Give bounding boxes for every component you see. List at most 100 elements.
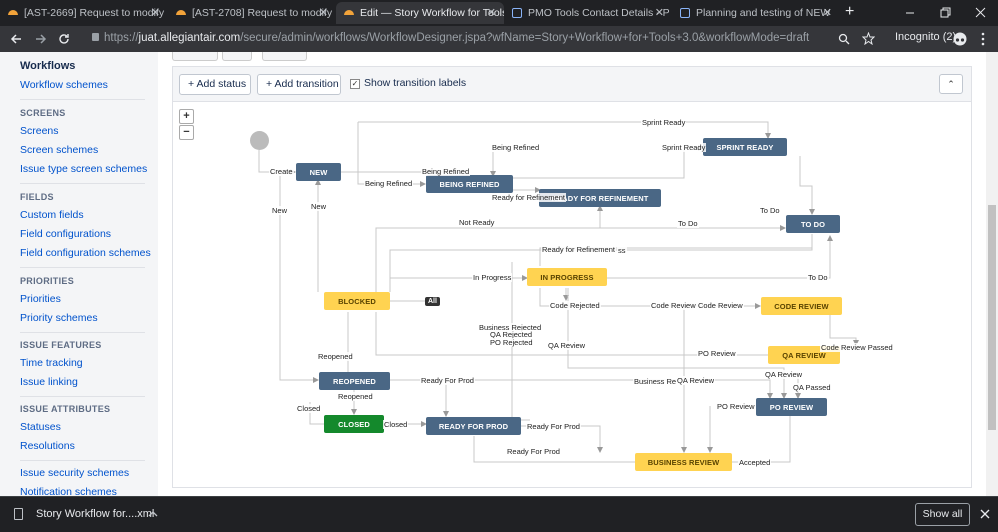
star-icon[interactable] bbox=[862, 32, 875, 45]
chevron-up-icon[interactable] bbox=[148, 510, 158, 518]
new-tab-button[interactable]: + bbox=[845, 3, 855, 20]
transition-label[interactable]: Code Review Passed bbox=[820, 343, 894, 352]
add-status-button[interactable]: + Add status bbox=[179, 74, 251, 95]
transition-edge[interactable] bbox=[446, 379, 773, 399]
transition-label[interactable]: Sprint Ready bbox=[661, 143, 707, 152]
export-button[interactable] bbox=[262, 52, 307, 61]
collapse-button[interactable]: ⌃ bbox=[939, 74, 963, 94]
sidebar-item-custom-fields[interactable]: Custom fields bbox=[20, 209, 84, 221]
sidebar-item-time-tracking[interactable]: Time tracking bbox=[20, 357, 83, 369]
browser-tab[interactable]: [AST-2708] Request to modify ✕ bbox=[168, 2, 336, 24]
sidebar-item-notification-schemes[interactable]: Notification schemes bbox=[20, 486, 117, 496]
transition-label[interactable]: Ready For Prod bbox=[506, 447, 561, 456]
transition-label[interactable]: Business Rejected bbox=[478, 323, 543, 332]
transition-label[interactable]: To Do bbox=[759, 206, 781, 215]
status-node-blocked[interactable]: BLOCKED bbox=[324, 292, 390, 310]
zoom-out-button[interactable]: − bbox=[179, 125, 194, 140]
zoom-in-button[interactable]: + bbox=[179, 109, 194, 124]
transition-label[interactable]: Being Refined bbox=[491, 143, 541, 152]
browser-tab[interactable]: [AST-2669] Request to modify ✕ bbox=[0, 2, 168, 24]
transition-label[interactable]: To Do bbox=[807, 273, 829, 282]
close-icon[interactable] bbox=[980, 509, 990, 519]
transition-label[interactable]: Create bbox=[269, 167, 294, 176]
transition-label[interactable]: Ready for Refinement bbox=[491, 193, 566, 202]
sidebar-item-issue-linking[interactable]: Issue linking bbox=[20, 376, 78, 388]
close-icon[interactable]: ✕ bbox=[150, 7, 160, 19]
transition-label[interactable]: ss bbox=[617, 246, 627, 255]
transition-label[interactable]: Closed bbox=[383, 420, 409, 429]
restore-icon[interactable] bbox=[940, 7, 951, 18]
transition-label[interactable]: Being Refined bbox=[421, 167, 471, 176]
transition-label[interactable]: Accepted bbox=[738, 458, 772, 467]
sidebar-item-workflow-schemes[interactable]: Workflow schemes bbox=[20, 79, 108, 91]
close-icon[interactable]: ✕ bbox=[486, 7, 496, 19]
status-node-sprint-ready[interactable]: SPRINT READY bbox=[703, 138, 787, 156]
transition-edge[interactable] bbox=[358, 121, 771, 139]
transition-edge[interactable] bbox=[279, 176, 319, 383]
status-node-new[interactable]: NEW bbox=[296, 163, 341, 181]
minimize-icon[interactable] bbox=[905, 8, 915, 18]
forward-icon[interactable] bbox=[35, 33, 47, 45]
transition-label[interactable]: Closed bbox=[296, 404, 322, 413]
transition-edge[interactable] bbox=[375, 312, 768, 356]
transition-label[interactable]: QA Review bbox=[547, 341, 587, 350]
reload-icon[interactable] bbox=[58, 33, 70, 45]
sidebar-item-issue-security-schemes[interactable]: Issue security schemes bbox=[20, 467, 130, 479]
transition-label[interactable]: Code Review bbox=[697, 301, 744, 310]
transition-edge[interactable] bbox=[539, 247, 812, 266]
transition-label[interactable]: PO Review bbox=[716, 402, 756, 411]
workflow-start-node[interactable] bbox=[250, 131, 269, 150]
transition-edge[interactable] bbox=[473, 436, 636, 463]
all-transition-badge[interactable]: All bbox=[425, 297, 440, 306]
transition-label[interactable]: New bbox=[310, 202, 328, 211]
sidebar-item-field-configurations[interactable]: Field configurations bbox=[20, 228, 112, 240]
sidebar-item-screens[interactable]: Screens bbox=[20, 125, 59, 137]
view-tab-text[interactable] bbox=[222, 52, 252, 61]
transition-edge[interactable] bbox=[606, 235, 833, 279]
transition-label[interactable]: Code Rejected bbox=[549, 301, 601, 310]
transition-label[interactable]: Ready For Prod bbox=[420, 376, 475, 385]
transition-edge[interactable] bbox=[829, 314, 859, 346]
back-icon[interactable] bbox=[10, 33, 22, 45]
sidebar-item-priority-schemes[interactable]: Priority schemes bbox=[20, 312, 98, 324]
sidebar-item-priorities[interactable]: Priorities bbox=[20, 293, 61, 305]
browser-tab-active[interactable]: Edit — Story Workflow for Tools ✕ bbox=[336, 2, 504, 24]
view-tab-diagram[interactable] bbox=[172, 52, 218, 61]
transition-label[interactable]: Reopened bbox=[317, 352, 354, 361]
status-node-ready-for-refinement[interactable]: READY FOR REFINEMENT bbox=[539, 189, 661, 207]
transition-label[interactable]: PO Rejected bbox=[489, 338, 534, 347]
transition-edge[interactable] bbox=[799, 156, 815, 215]
transition-label[interactable]: Reopened bbox=[337, 392, 374, 401]
transition-label[interactable]: Being Refined bbox=[364, 179, 414, 188]
status-node-closed[interactable]: CLOSED bbox=[324, 415, 384, 433]
transition-label[interactable]: Not Ready bbox=[458, 218, 496, 227]
transition-label[interactable]: QA Review bbox=[764, 370, 804, 379]
transition-label[interactable]: QA Review bbox=[676, 376, 716, 385]
transition-edge[interactable] bbox=[732, 416, 791, 463]
transition-label[interactable]: Ready For Prod bbox=[526, 422, 581, 431]
sidebar-item-statuses[interactable]: Statuses bbox=[20, 421, 61, 433]
transition-label[interactable]: Business Re bbox=[633, 377, 678, 386]
transition-label[interactable]: In Progress bbox=[472, 273, 513, 282]
transition-label[interactable]: To Do bbox=[677, 219, 699, 228]
status-node-reopened[interactable]: REOPENED bbox=[319, 372, 390, 390]
browser-tab[interactable]: PMO Tools Contact Details - P ✕ bbox=[504, 2, 672, 24]
transition-label[interactable]: Sprint Ready bbox=[641, 118, 687, 127]
status-node-being-refined[interactable]: BEING REFINED bbox=[426, 175, 513, 193]
sidebar-item-issue-type-screen-schemes[interactable]: Issue type screen schemes bbox=[20, 163, 148, 175]
transition-label[interactable]: PO Review bbox=[697, 349, 737, 358]
transition-edge[interactable] bbox=[375, 205, 603, 292]
transition-edge[interactable] bbox=[567, 288, 787, 399]
add-transition-button[interactable]: + Add transition bbox=[257, 74, 341, 95]
incognito-icon[interactable] bbox=[953, 32, 967, 46]
browser-tab[interactable]: Planning and testing of NEW ✕ bbox=[672, 2, 840, 24]
sidebar-item-workflows[interactable]: Workflows bbox=[20, 60, 76, 72]
status-node-po-review[interactable]: PO REVIEW bbox=[756, 398, 827, 416]
status-node-in-progress[interactable]: IN PROGRESS bbox=[527, 268, 607, 286]
close-icon[interactable]: ✕ bbox=[822, 7, 832, 19]
transition-edge[interactable] bbox=[390, 379, 449, 417]
transition-edge[interactable] bbox=[512, 145, 704, 179]
zoom-icon[interactable] bbox=[838, 33, 850, 45]
close-icon[interactable]: ✕ bbox=[654, 7, 664, 19]
transition-label[interactable]: Ready for Refinement bbox=[541, 245, 616, 254]
